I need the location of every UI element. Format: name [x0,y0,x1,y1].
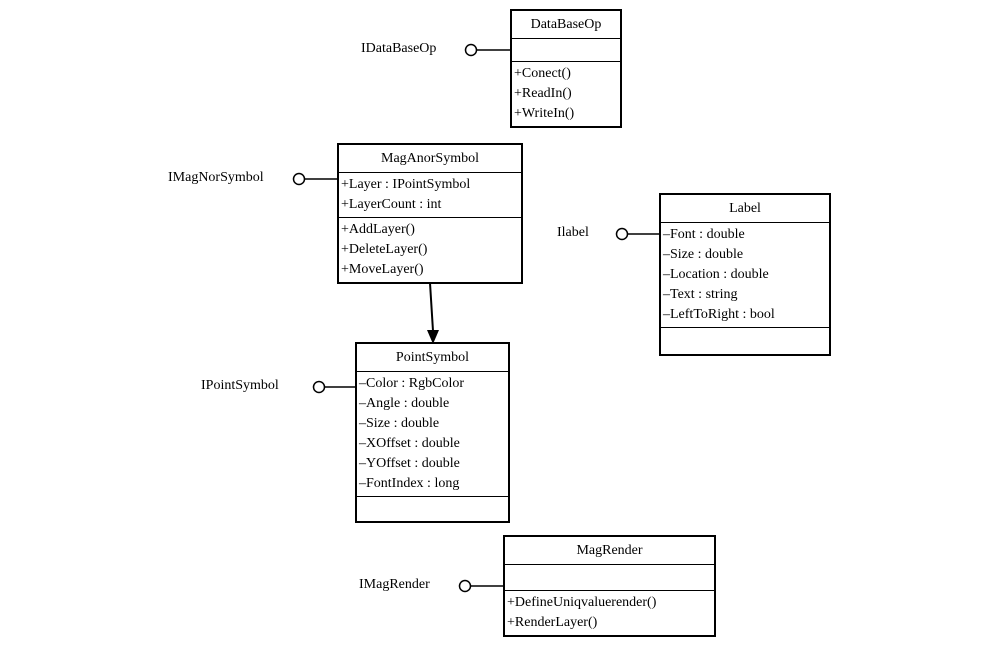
attribute-row: +Layer : IPointSymbol [341,177,471,192]
method-row: +WriteIn() [514,106,575,121]
methods-section-label [661,328,829,354]
attribute-row: –LeftToRight : bool [663,307,775,322]
iface-circle-render [458,579,472,593]
attributes-section-magrender [505,565,714,591]
class-name-databaseop: DataBaseOp [512,11,620,39]
class-name-pointsymbol: PointSymbol [357,344,508,372]
iface-circle-label [615,227,629,241]
method-row: +RenderLayer() [507,615,598,630]
attributes-section-pointsymbol: –Color : RgbColor –Angle : double –Size … [357,372,508,497]
methods-section-magrender: +DefineUniqvaluerender() +RenderLayer() [505,591,714,635]
attribute-row: –Location : double [663,267,769,282]
attribute-row: –Size : double [663,247,744,262]
class-box-label: Label –Font : double –Size : double –Loc… [659,193,831,356]
interface-label-label: Ilabel [557,225,589,240]
interface-label-render: IMagRender [359,577,430,592]
attribute-row: –Font : double [663,227,745,242]
method-row: +Conect() [514,66,571,81]
attribute-row: +LayerCount : int [341,197,442,212]
method-row: +DeleteLayer() [341,242,428,257]
methods-section-maganorsymbol: +AddLayer() +DeleteLayer() +MoveLayer() [339,218,521,282]
method-row: +AddLayer() [341,222,415,237]
attribute-row: –Color : RgbColor [359,376,465,391]
attributes-section-databaseop [512,39,620,62]
attribute-row: –XOffset : double [359,436,460,451]
iface-circle-point [312,380,326,394]
attribute-row: –Angle : double [359,396,450,411]
method-row: +DefineUniqvaluerender() [507,595,657,610]
class-name-label: Label [661,195,829,223]
class-name-maganorsymbol: MagAnorSymbol [339,145,521,173]
attributes-section-label: –Font : double –Size : double –Location … [661,223,829,328]
methods-section-databaseop: +Conect() +ReadIn() +WriteIn() [512,62,620,126]
association-arrow-line [429,282,434,332]
iface-circle-database [464,43,478,57]
method-row: +MoveLayer() [341,262,424,277]
attribute-row: –Size : double [359,416,440,431]
class-box-magrender: MagRender +DefineUniqvaluerender() +Rend… [503,535,716,637]
class-box-pointsymbol: PointSymbol –Color : RgbColor –Angle : d… [355,342,510,523]
class-box-databaseop: DataBaseOp +Conect() +ReadIn() +WriteIn(… [510,9,622,128]
class-name-magrender: MagRender [505,537,714,565]
attributes-section-maganorsymbol: +Layer : IPointSymbol +LayerCount : int [339,173,521,218]
attribute-row: –Text : string [663,287,738,302]
class-box-maganorsymbol: MagAnorSymbol +Layer : IPointSymbol +Lay… [337,143,523,284]
attribute-row: –FontIndex : long [359,476,460,491]
attribute-row: –YOffset : double [359,456,460,471]
association-arrowhead [427,330,439,344]
method-row: +ReadIn() [514,86,572,101]
interface-label-database: IDataBaseOp [361,41,437,56]
interface-label-maganor: IMagNorSymbol [168,170,264,185]
iface-circle-maganor [292,172,306,186]
methods-section-pointsymbol [357,497,508,521]
interface-label-point: IPointSymbol [201,378,279,393]
